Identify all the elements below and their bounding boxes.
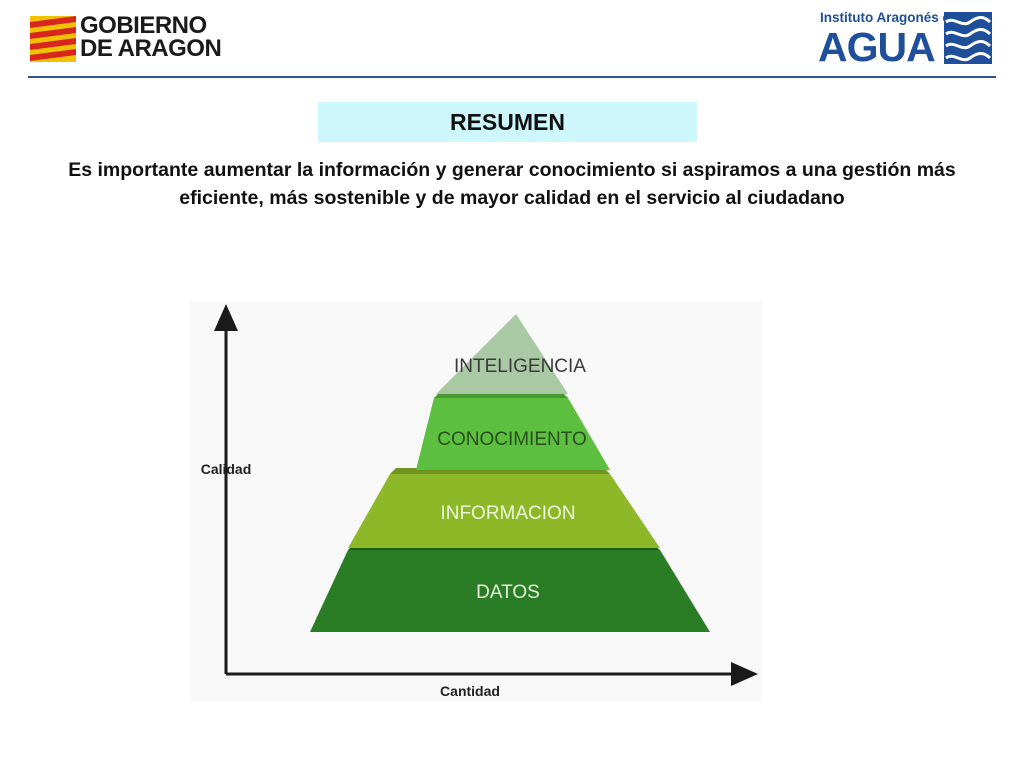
instituto-agua-subtitle: Instituto Aragonés del	[820, 10, 963, 25]
slide-title: RESUMEN	[449, 108, 565, 135]
x-axis-label: Cantidad	[440, 683, 500, 699]
pyramid-label-informacion: INFORMACION	[440, 503, 575, 524]
y-axis-label: Calidad	[201, 461, 252, 477]
gobierno-aragon-wordmark: GOBIERNO DE ARAGON	[80, 12, 222, 62]
title-banner: RESUMEN	[318, 102, 697, 142]
pyramid-label-inteligencia: INTELIGENCIA	[454, 356, 586, 377]
pyramid-level-informacion-face	[348, 474, 660, 548]
pyramid-level-inteligencia-face	[436, 314, 568, 394]
header-divider	[28, 76, 996, 78]
instituto-agua-wordmark: AGUA	[818, 24, 936, 70]
water-waves-icon	[944, 12, 992, 64]
knowledge-pyramid-diagram: Calidad Cantidad DATOS INFORMACION CONOC…	[190, 302, 762, 702]
pyramid-level-datos: DATOS	[310, 544, 710, 632]
pyramid-label-conocimiento: CONOCIMIENTO	[437, 429, 587, 450]
summary-paragraph: Es importante aumentar la información y …	[68, 159, 956, 209]
pyramid-level-informacion: INFORMACION	[348, 468, 660, 548]
pyramid-level-conocimiento: CONOCIMIENTO	[416, 392, 610, 470]
pyramid-level-inteligencia: INTELIGENCIA	[436, 314, 586, 394]
pyramid-label-datos: DATOS	[476, 582, 540, 603]
pyramid-level-conocimiento-face	[416, 398, 610, 470]
gobierno-aragon-logo: GOBIERNO DE ARAGON	[30, 14, 240, 64]
aragon-flag-icon	[30, 16, 76, 62]
pyramid-level-datos-face	[310, 550, 710, 632]
instituto-agua-logo: Instituto Aragonés del AGUA	[818, 10, 994, 70]
